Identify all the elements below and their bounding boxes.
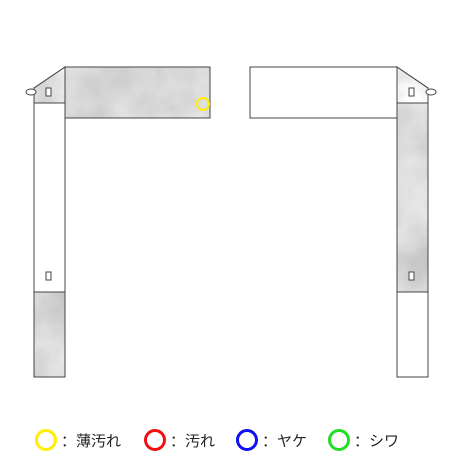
legend-label: ：汚れ — [170, 431, 216, 450]
legend-item-stain: ：汚れ — [144, 425, 215, 455]
left-tag-bottom — [45, 271, 52, 281]
legend-label: ：ヤケ — [262, 431, 308, 450]
left-obi — [25, 66, 211, 378]
legend-yellow-ring-icon — [35, 429, 57, 451]
left-vertical-upper — [33, 94, 66, 293]
left-tag-top — [45, 87, 52, 97]
light-stain-mark — [196, 97, 210, 111]
right-tag-bottom — [408, 271, 415, 281]
legend-green-ring-icon — [328, 429, 350, 451]
legend-blue-ring-icon — [236, 429, 258, 451]
legend-label: ：シワ — [354, 431, 400, 450]
legend-item-fade: ：ヤケ — [236, 425, 307, 455]
legend-item-light-stain: ：薄汚れ — [35, 425, 121, 455]
left-tassel — [25, 88, 37, 96]
right-top-band — [249, 66, 398, 119]
right-obi — [249, 66, 437, 378]
legend-label: ：薄汚れ — [61, 431, 122, 450]
legend-red-ring-icon — [144, 429, 166, 451]
right-vertical-lower — [396, 291, 429, 378]
legend-item-wrinkle: ：シワ — [328, 425, 399, 455]
right-tag-top — [408, 87, 415, 97]
right-tassel — [425, 88, 437, 96]
legend: ：薄汚れ ：汚れ ：ヤケ ：シワ — [0, 425, 460, 455]
